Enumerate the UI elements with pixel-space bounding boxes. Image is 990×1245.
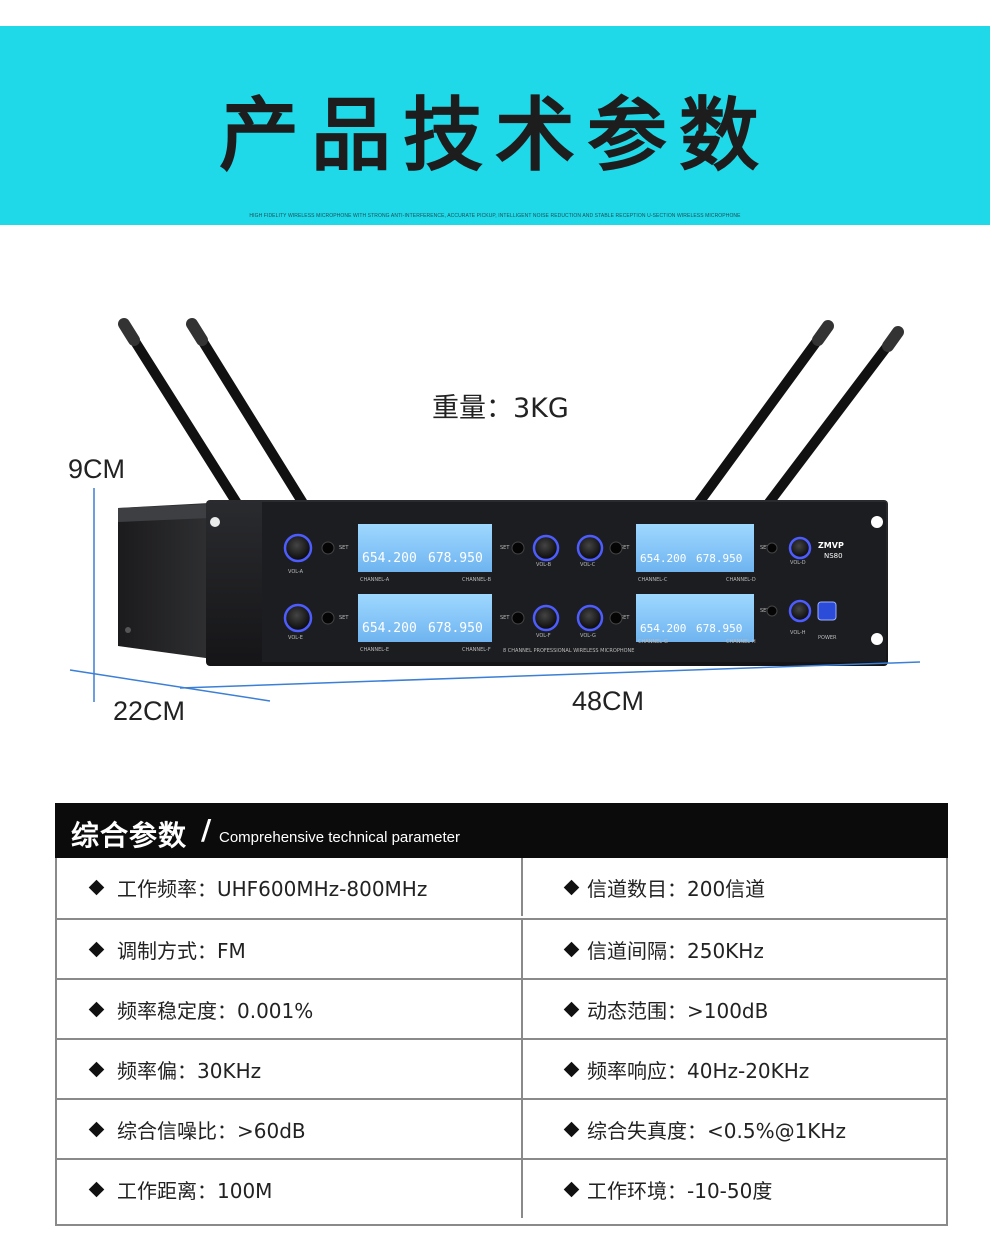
spec-text: 综合失真度：<0.5%@1KHz bbox=[587, 1118, 846, 1143]
table-row: 综合信噪比：>60dB 综合失真度：<0.5%@1KHz bbox=[57, 1098, 946, 1158]
lcd-freq: 654.200 bbox=[362, 621, 417, 636]
bullet-icon bbox=[563, 1121, 580, 1137]
vol-label: VOL-F bbox=[536, 633, 551, 639]
height-label: 9CM bbox=[68, 454, 126, 484]
channel-label: CHANNEL-F bbox=[462, 647, 491, 653]
table-row: 工作距离：100M 工作环境：-10-50度 bbox=[57, 1158, 946, 1218]
channel-label: CHANNEL-H bbox=[726, 639, 756, 645]
set-label: SET bbox=[500, 615, 510, 621]
spec-text: 频率稳定度：0.001% bbox=[117, 998, 314, 1023]
bullet-icon bbox=[88, 1121, 105, 1137]
spec-cell: 综合失真度：<0.5%@1KHz bbox=[523, 1100, 946, 1158]
spec-table: 综合参数 / Comprehensive technical parameter… bbox=[55, 803, 948, 1226]
vol-label: VOL-G bbox=[580, 633, 596, 639]
receiver-illustration: 654.200 678.950 654.200 678.950 654.200 … bbox=[69, 318, 921, 702]
table-row: 频率偏：30KHz 频率响应：40Hz-20KHz bbox=[57, 1038, 946, 1098]
channel-label: CHANNEL-D bbox=[726, 577, 756, 583]
channel-label: CHANNEL-C bbox=[638, 577, 668, 583]
width-label: 48CM bbox=[572, 686, 645, 716]
spec-text: 工作环境：-10-50度 bbox=[587, 1178, 773, 1203]
brand-logo: ZMVP bbox=[818, 541, 844, 550]
table-row: 频率稳定度：0.001% 动态范围：>100dB bbox=[57, 978, 946, 1038]
spec-cell: 频率偏：30KHz bbox=[57, 1040, 523, 1098]
spec-text: 动态范围：>100dB bbox=[587, 998, 769, 1023]
spec-cell: 信道数目：200信道 bbox=[523, 858, 946, 916]
bullet-icon bbox=[88, 1001, 105, 1017]
set-label: SET bbox=[620, 545, 630, 551]
set-label: SET bbox=[339, 545, 349, 551]
depth-label: 22CM bbox=[113, 696, 186, 726]
bullet-icon bbox=[88, 1181, 105, 1197]
spec-text: 频率响应：40Hz-20KHz bbox=[587, 1058, 810, 1083]
lcd-freq: 654.200 bbox=[362, 551, 417, 566]
lcd-freq: 678.950 bbox=[428, 621, 483, 636]
bullet-icon bbox=[563, 1061, 580, 1077]
spec-text: 频率偏：30KHz bbox=[117, 1058, 262, 1083]
spec-text: 信道间隔：250KHz bbox=[587, 938, 764, 963]
spec-cell: 信道间隔：250KHz bbox=[523, 920, 946, 978]
power-button-icon bbox=[817, 601, 837, 621]
antenna-icon bbox=[118, 318, 904, 513]
page-subtitle: HIGH FIDELITY WIRELESS MICROPHONE WITH S… bbox=[249, 213, 741, 219]
vol-label: VOL-D bbox=[790, 560, 806, 566]
vol-label: VOL-A bbox=[288, 569, 304, 575]
spec-text: 工作距离：100M bbox=[117, 1178, 273, 1203]
spec-cell: 频率稳定度：0.001% bbox=[57, 980, 523, 1038]
lcd-freq: 678.950 bbox=[696, 552, 742, 565]
lcd-display bbox=[358, 524, 754, 642]
spec-text: 综合信噪比：>60dB bbox=[117, 1118, 306, 1143]
bullet-icon bbox=[563, 941, 580, 957]
set-label: SET bbox=[500, 545, 510, 551]
bullet-icon bbox=[88, 941, 105, 957]
lcd-freq: 654.200 bbox=[640, 622, 686, 635]
spec-table-header: 综合参数 / Comprehensive technical parameter bbox=[55, 803, 948, 858]
channel-label: CHANNEL-B bbox=[462, 577, 492, 583]
spec-cell: 动态范围：>100dB bbox=[523, 980, 946, 1038]
spec-text: 信道数目：200信道 bbox=[587, 876, 766, 901]
spec-grid: 工作频率：UHF600MHz-800MHz 信道数目：200信道 调制方式：FM… bbox=[55, 858, 948, 1226]
spec-title-cn: 综合参数 bbox=[71, 819, 188, 852]
table-row: 调制方式：FM 信道间隔：250KHz bbox=[57, 918, 946, 978]
set-label: SET bbox=[760, 545, 770, 551]
model-name: NS80 bbox=[824, 552, 843, 560]
spec-title-divider: / bbox=[201, 813, 212, 846]
spec-cell: 工作环境：-10-50度 bbox=[523, 1160, 946, 1218]
spec-title-en: Comprehensive technical parameter bbox=[219, 829, 460, 846]
volume-knob-icon bbox=[283, 533, 812, 633]
lcd-freq: 654.200 bbox=[640, 552, 686, 565]
vol-label: VOL-B bbox=[536, 562, 552, 568]
spec-text: 工作频率：UHF600MHz-800MHz bbox=[117, 876, 428, 901]
set-label: SET bbox=[620, 615, 630, 621]
weight-label: 重量：3KG bbox=[432, 393, 569, 424]
set-label: SET bbox=[339, 615, 349, 621]
spec-cell: 频率响应：40Hz-20KHz bbox=[523, 1040, 946, 1098]
bullet-icon bbox=[88, 1061, 105, 1077]
lcd-freq: 678.950 bbox=[428, 551, 483, 566]
page-title: 产品技术参数 bbox=[219, 89, 771, 182]
power-label: POWER bbox=[818, 635, 837, 641]
bullet-icon bbox=[88, 879, 105, 895]
header-banner: 产品技术参数 HIGH FIDELITY WIRELESS MICROPHONE… bbox=[0, 26, 990, 225]
bullet-icon bbox=[563, 879, 580, 895]
spec-cell: 调制方式：FM bbox=[57, 920, 523, 978]
spec-cell: 工作距离：100M bbox=[57, 1160, 523, 1218]
vol-label: VOL-E bbox=[288, 635, 303, 641]
bullet-icon bbox=[563, 1001, 580, 1017]
channel-label: CHANNEL-E bbox=[360, 647, 389, 653]
spec-text: 调制方式：FM bbox=[117, 938, 246, 963]
set-label: SET bbox=[760, 608, 770, 614]
vol-label: VOL-H bbox=[790, 630, 806, 636]
channel-label: CHANNEL-A bbox=[360, 577, 390, 583]
product-section: 654.200 678.950 654.200 678.950 654.200 … bbox=[0, 226, 990, 806]
channel-label: CHANNEL-G bbox=[638, 639, 668, 645]
lcd-freq: 678.950 bbox=[696, 622, 742, 635]
spec-cell: 工作频率：UHF600MHz-800MHz bbox=[57, 858, 523, 916]
vol-label: VOL-C bbox=[580, 562, 596, 568]
panel-text: 8 CHANNEL PROFESSIONAL WIRELESS MICROPHO… bbox=[503, 648, 634, 654]
spec-cell: 综合信噪比：>60dB bbox=[57, 1100, 523, 1158]
table-row: 工作频率：UHF600MHz-800MHz 信道数目：200信道 bbox=[57, 858, 946, 918]
bullet-icon bbox=[563, 1181, 580, 1197]
